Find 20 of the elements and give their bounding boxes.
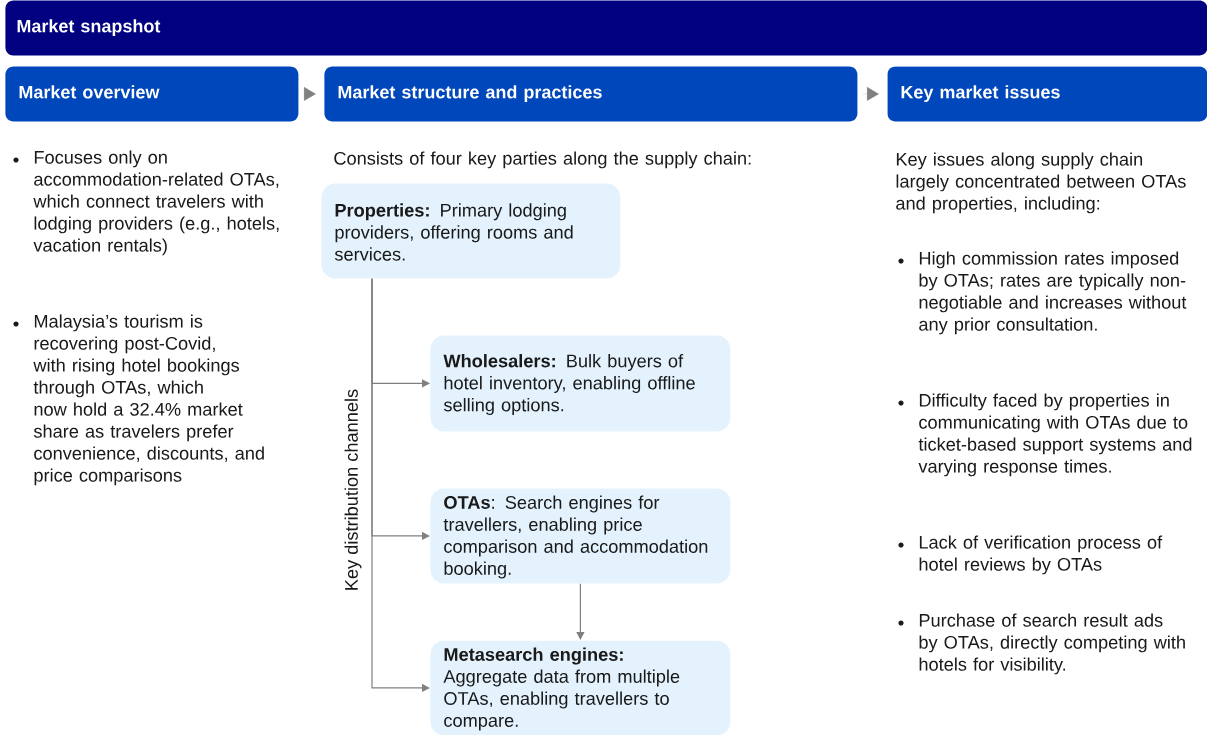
bullet-text: High commission rates imposed by OTAs; rates are typically non-negotiable and increases without any prior consultation. (919, 251, 1187, 335)
party-box: Metasearch engines: Aggregate data from multiple OTAs, enabling travellers to compare. (430, 640, 731, 735)
body-text: Consists of four key parties along the supply chain: (334, 151, 751, 169)
party-box: Properties: Primary lodging providers, offering rooms and services. (321, 183, 621, 279)
bullet-text: Malaysia’s tourism is recovering post-Covid, with rising hotel bookings through OTAs, which now hold a 32.4% market share as travelers prefer convenience, discounts, and price comparisons (33, 314, 264, 486)
section-header: Market overview (5, 66, 299, 122)
bullet-text: Purchase of search result ads by OTAs, directly competing with hotels for visibility. (919, 613, 1185, 675)
arrow (576, 583, 585, 640)
title-bar: Market snapshot (5, 0, 1207, 56)
body-text: Key issues along supply chain largely concentrated between OTAs and properties, including: (896, 152, 1186, 214)
bullet-text: Lack of verification process of hotel reviews by OTAs (919, 535, 1163, 575)
axis-label: Key distribution channels (344, 389, 362, 590)
party-box: OTAs: Search engines for travellers, enabling price comparison and accommodation booking. (430, 488, 731, 584)
bullet-text: Difficulty faced by properties in communicating with OTAs due to ticket-based support systems and varying response times. (918, 393, 1192, 477)
section-header: Market structure and practices (324, 66, 858, 122)
bullet-text: Focuses only on accommodation-related OTAs, which connect travelers with lodging providers (e.g., hotels, vacation rentals) (33, 150, 279, 256)
section-header: Key market issues (887, 66, 1207, 122)
chevron-arrow (862, 86, 879, 101)
chevron-arrow (303, 86, 316, 101)
party-box: Wholesalers: Bulk buyers of hotel inventory, enabling offline selling options. (430, 335, 731, 432)
